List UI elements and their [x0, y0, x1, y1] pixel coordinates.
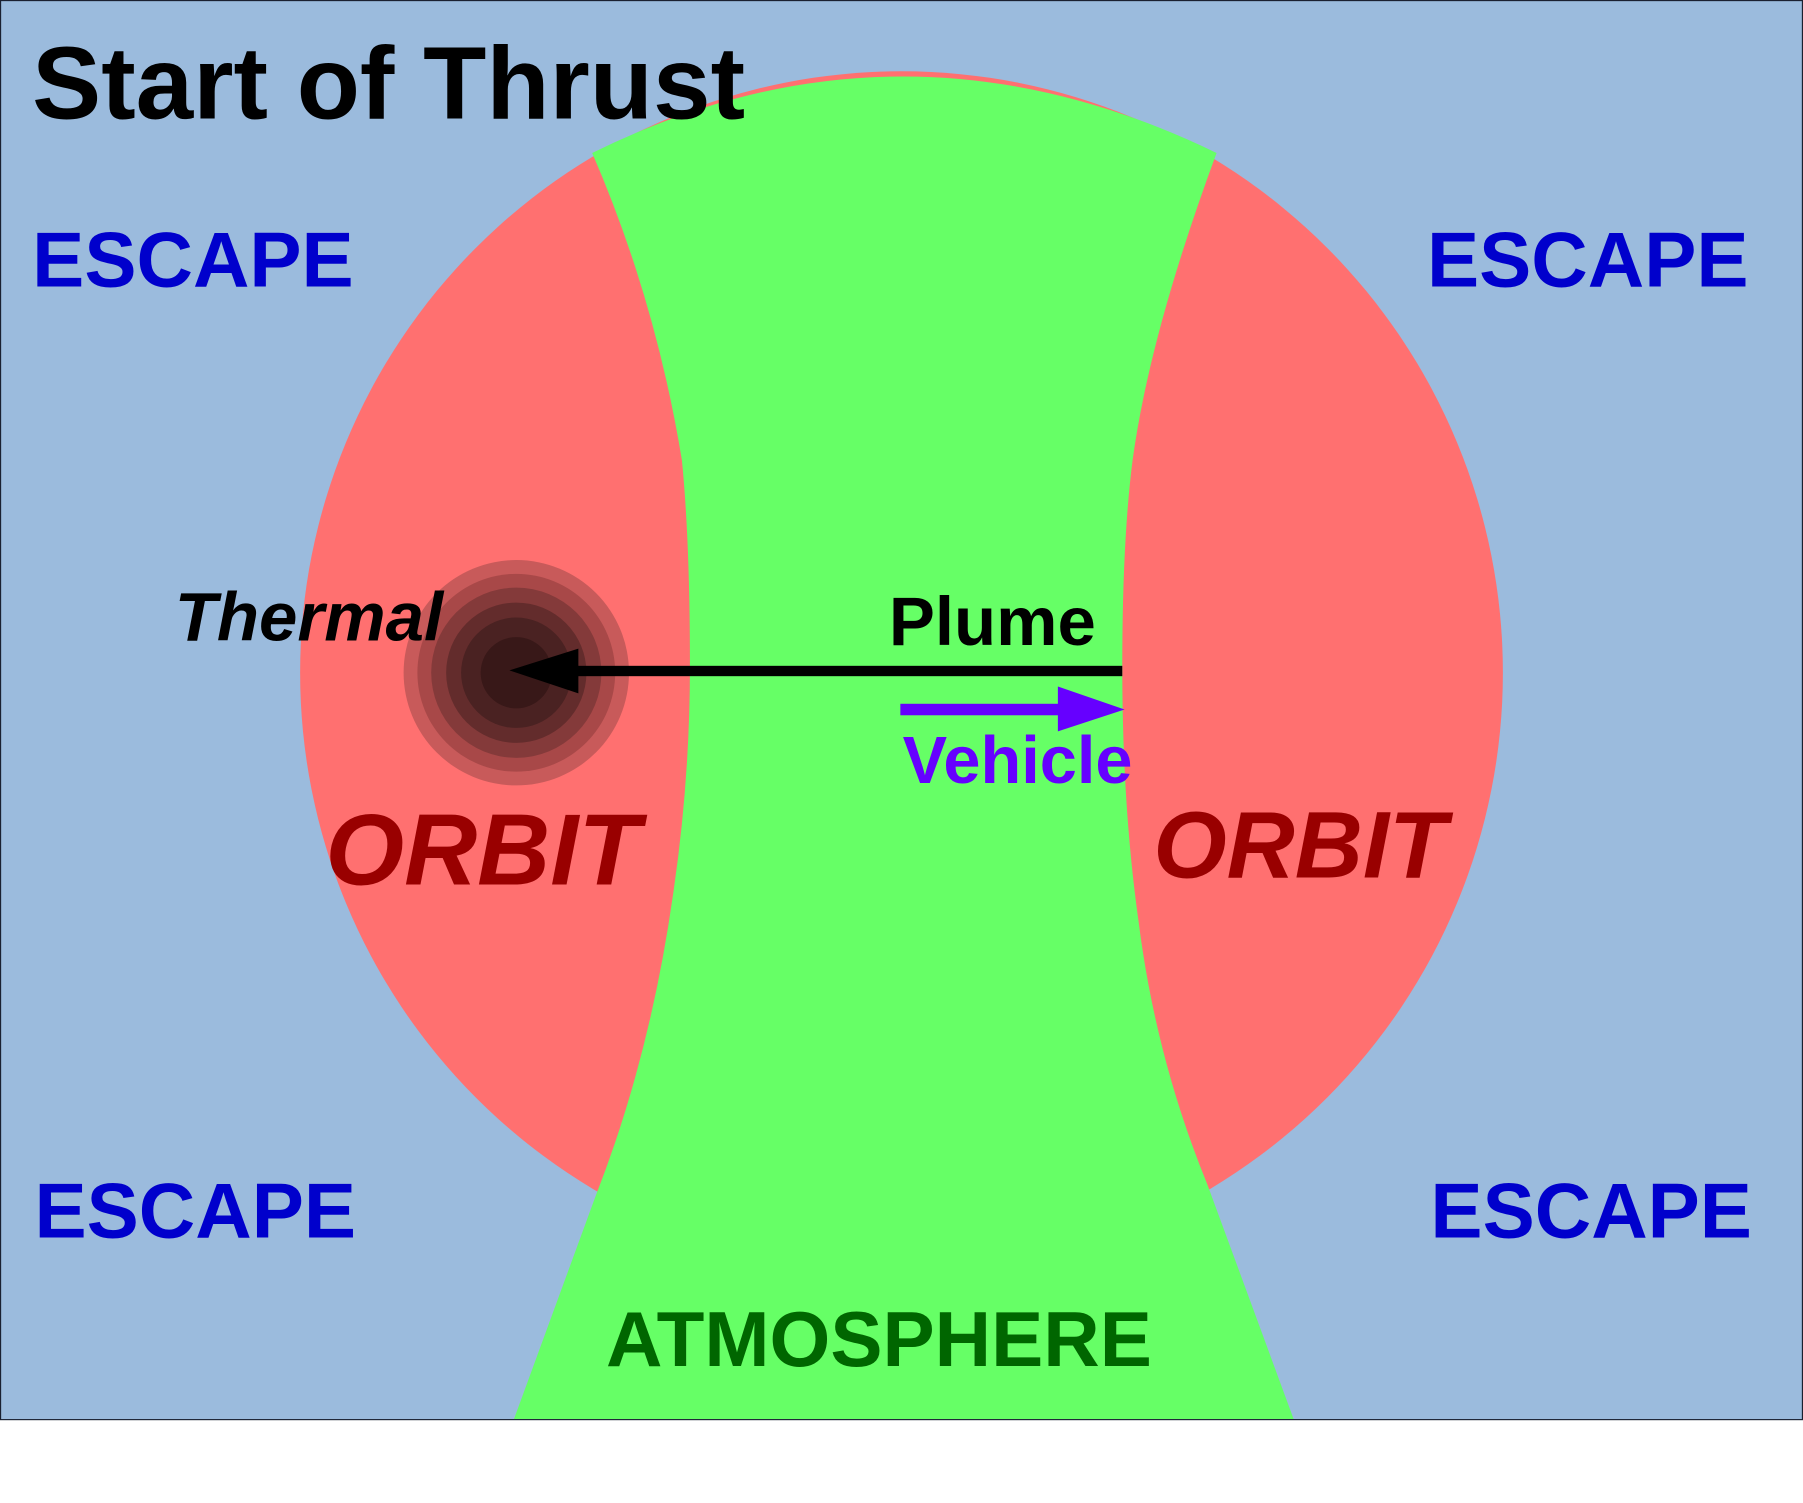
thermal-heat-spot: [403, 560, 629, 786]
atmosphere-region: [513, 76, 1294, 1420]
thermal-label: Thermal: [175, 579, 445, 656]
vehicle-label: Vehicle: [903, 724, 1133, 798]
orbit-label-right: ORBIT: [1153, 792, 1454, 897]
escape-label-bottom-left: ESCAPE: [34, 1166, 356, 1254]
plume-label: Plume: [889, 583, 1096, 660]
orbit-label-left: ORBIT: [325, 793, 647, 906]
plume-arrow: [509, 648, 1123, 694]
escape-label-top-left: ESCAPE: [32, 215, 354, 303]
escape-label-top-right: ESCAPE: [1427, 215, 1749, 303]
vehicle-arrow: [900, 686, 1125, 732]
atmosphere-label: ATMOSPHERE: [606, 1295, 1152, 1383]
diagram-title: Start of Thrust: [32, 24, 745, 140]
escape-label-bottom-right: ESCAPE: [1430, 1166, 1752, 1254]
